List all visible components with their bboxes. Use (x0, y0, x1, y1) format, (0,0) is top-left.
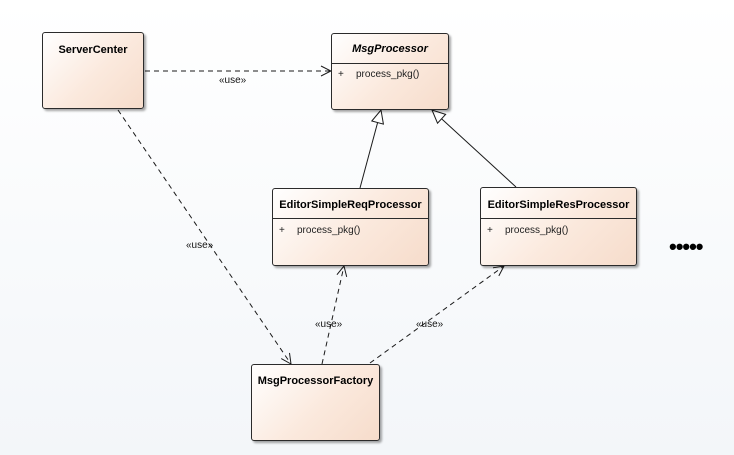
class-name: MsgProcessorFactory (257, 375, 374, 387)
operation-name: process_pkg() (505, 225, 569, 236)
visibility-public: + (279, 225, 285, 236)
class-name: MsgProcessor (352, 43, 428, 55)
operation-name: process_pkg() (297, 225, 361, 236)
stereotype-use-label: «use» (315, 319, 343, 330)
class-msgprocessor[interactable]: MsgProcessor + process_pkg() (331, 33, 449, 110)
visibility-public: + (338, 69, 344, 80)
dependency-factory-editorres[interactable] (369, 266, 504, 364)
compartment-divider (481, 218, 636, 219)
compartment-divider (332, 63, 448, 64)
stereotype-use-label: «use» (219, 75, 247, 86)
class-name: ServerCenter (58, 44, 128, 56)
more-classes-ellipsis: ••••• (669, 234, 704, 259)
class-editorsimpleresprocessor[interactable]: EditorSimpleResProcessor + process_pkg() (480, 187, 637, 266)
generalization-editorreq-msgprocessor[interactable] (359, 108, 385, 189)
stereotype-use-label: «use» (186, 240, 214, 251)
class-editorsimplereqprocessor[interactable]: EditorSimpleReqProcessor + process_pkg() (272, 188, 429, 266)
dependency-factory-editorreq[interactable] (321, 266, 344, 365)
operation-process-pkg[interactable]: + process_pkg() (338, 69, 419, 80)
generalization-editorres-msgprocessor[interactable] (431, 109, 517, 188)
class-name: EditorSimpleReqProcessor (279, 199, 422, 211)
dependency-servercenter-factory[interactable] (117, 109, 291, 364)
class-name: EditorSimpleResProcessor (487, 199, 630, 211)
operation-process-pkg[interactable]: + process_pkg() (279, 225, 360, 236)
class-msgprocessorfactory[interactable]: MsgProcessorFactory (251, 364, 380, 441)
compartment-divider (273, 218, 428, 219)
stereotype-use-label: «use» (416, 319, 444, 330)
operation-process-pkg[interactable]: + process_pkg() (487, 225, 568, 236)
operation-name: process_pkg() (356, 69, 420, 80)
class-servercenter[interactable]: ServerCenter (42, 32, 144, 109)
visibility-public: + (487, 225, 493, 236)
